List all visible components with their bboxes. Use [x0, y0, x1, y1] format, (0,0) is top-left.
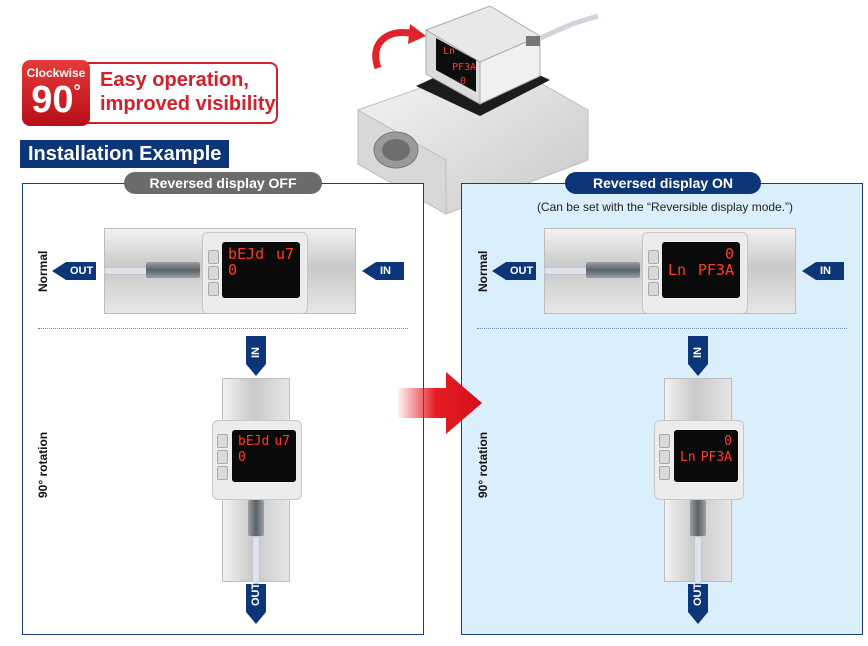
display-line1-right: u7 — [274, 434, 290, 449]
in-arrow-down: IN — [246, 336, 266, 376]
sensor-button — [648, 282, 659, 296]
connector — [146, 262, 200, 278]
headline-line2: improved visibility — [100, 93, 276, 115]
clockwise-badge: Clockwise 90° — [22, 60, 90, 126]
row-label-rotated-left: 90° rotation — [36, 431, 50, 498]
display-line1-left: bEJd — [238, 434, 270, 449]
product-screen-text1: Ln — [443, 46, 455, 57]
sensor-button — [648, 266, 659, 280]
display-line1-left: bEJd — [228, 245, 265, 263]
display-line1: 0 — [724, 434, 732, 449]
sensor-button — [217, 466, 228, 480]
connector — [690, 500, 706, 536]
sensor-button — [659, 450, 670, 464]
row-label-rotated-right: 90° rotation — [476, 431, 490, 498]
divider-left — [38, 328, 408, 329]
badge-direction: Clockwise — [26, 66, 86, 80]
row-label-normal-right: Normal — [476, 250, 490, 292]
sensor-display: 0 Ln PF3A — [674, 430, 738, 482]
in-arrow-down: IN — [688, 336, 708, 376]
divider-right — [477, 328, 847, 329]
sensor-button — [208, 282, 219, 296]
sensor-button — [648, 250, 659, 264]
cable — [104, 267, 150, 275]
display-line2-right: PF3A — [697, 261, 734, 279]
out-arrow: OUT — [52, 262, 96, 280]
section-title: Installation Example — [20, 140, 230, 168]
product-screen-text3: 0 — [460, 76, 466, 87]
reversible-mode-note: (Can be set with the “Reversible display… — [536, 200, 794, 214]
display-line2-right: PF3A — [700, 450, 732, 465]
sensor-button — [217, 450, 228, 464]
rotation-arrow-icon — [372, 29, 415, 70]
cable — [694, 536, 702, 584]
out-arrow-down: OUT — [246, 584, 266, 624]
out-arrow: OUT — [492, 262, 536, 280]
out-arrow-down: OUT — [688, 584, 708, 624]
connector — [586, 262, 640, 278]
sensor-button — [208, 266, 219, 280]
display-line1: 0 — [724, 245, 734, 263]
sensor-display: 0 Ln PF3A — [662, 242, 740, 298]
sensor-button — [217, 434, 228, 448]
display-line1-right: u7 — [275, 245, 294, 263]
display-line2-left: Ln — [668, 261, 687, 279]
sensor-button — [208, 250, 219, 264]
badge-angle: 90° — [31, 79, 81, 121]
sensor-display: bEJd u7 0 — [222, 242, 300, 298]
display-line2: 0 — [238, 450, 246, 465]
connector — [248, 500, 264, 536]
in-arrow: IN — [802, 262, 844, 280]
display-line2-left: Ln — [680, 450, 696, 465]
headline-line1: Easy operation, — [100, 69, 249, 91]
sensor-display: bEJd u7 0 — [232, 430, 296, 482]
in-arrow: IN — [362, 262, 404, 280]
product-illustration: Ln PF3A 0 — [357, 5, 599, 215]
cable — [544, 267, 590, 275]
sensor-button — [659, 466, 670, 480]
reversed-on-label: Reversed display ON — [565, 172, 761, 194]
cable — [252, 536, 260, 584]
sensor-button — [659, 434, 670, 448]
product-screen-text2: PF3A — [452, 62, 476, 73]
reversed-off-label: Reversed display OFF — [124, 172, 322, 194]
display-line2: 0 — [228, 261, 238, 279]
row-label-normal-left: Normal — [36, 250, 50, 292]
